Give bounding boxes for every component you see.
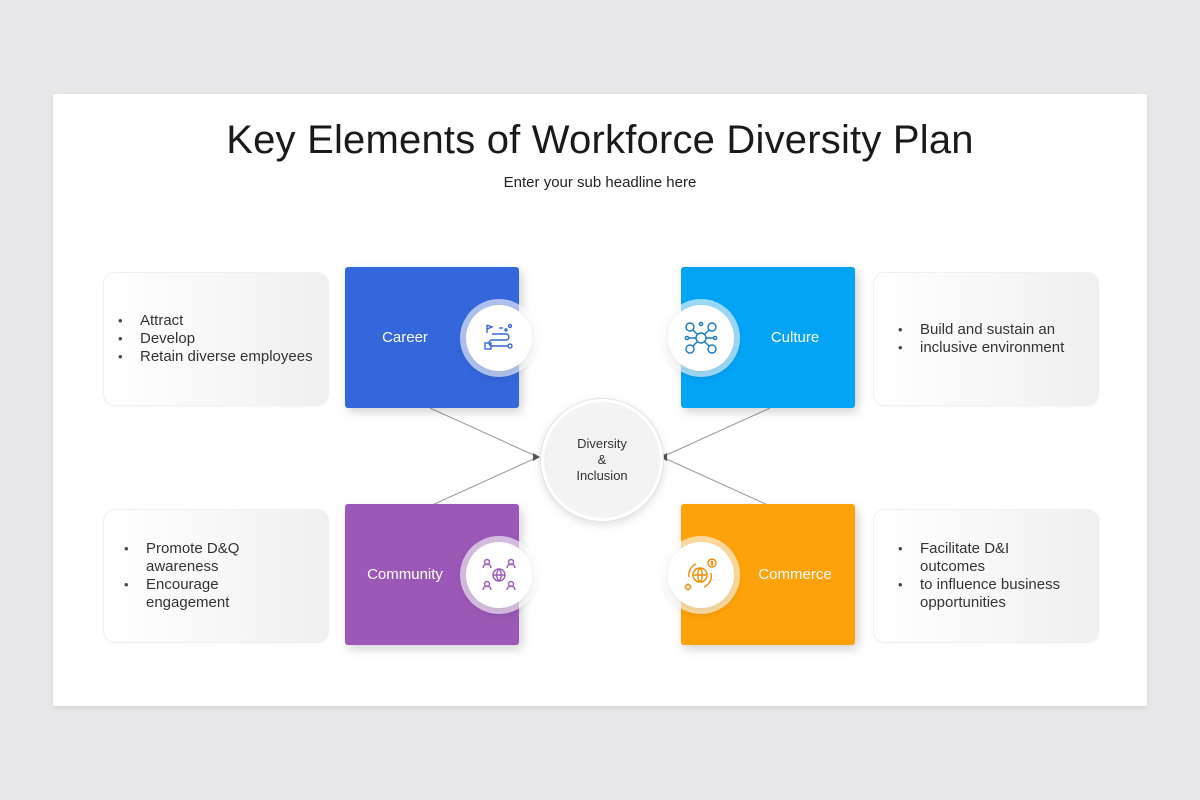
connector-career — [429, 407, 539, 458]
community-globe-icon — [482, 558, 516, 591]
commerce-bullet-list: Facilitate D&I outcomes to influence bus… — [898, 540, 1078, 612]
list-item: Promote D&Q awareness — [124, 540, 304, 576]
culture-icon-circle — [668, 305, 734, 371]
career-icon-circle — [466, 305, 532, 371]
career-label: Career — [382, 329, 428, 346]
community-label: Community — [367, 566, 443, 583]
list-item: Develop — [118, 330, 313, 348]
page-subtitle: Enter your sub headline here — [503, 174, 697, 191]
connector-community — [429, 456, 539, 507]
list-item: Retain diverse employees — [118, 348, 313, 366]
culture-text-card: Build and sustain an inclusive environme… — [873, 272, 1099, 406]
list-item: Build and sustain an — [898, 321, 1064, 339]
arrow-right-icon — [660, 453, 667, 461]
connector-commerce — [661, 456, 771, 507]
career-bullet-list: Attract Develop Retain diverse employees — [118, 312, 313, 366]
community-text-card: Promote D&Q awareness Encourage engageme… — [103, 509, 329, 643]
center-label-line1: Diversity — [577, 436, 627, 451]
list-item: inclusive environment — [898, 339, 1064, 357]
list-item: Attract — [118, 312, 313, 330]
arrow-left-icon — [533, 453, 540, 461]
connector-culture — [661, 407, 771, 458]
list-item: Encourage engagement — [124, 576, 304, 612]
center-label-line3: Inclusion — [576, 468, 628, 483]
commerce-globe-icon — [684, 558, 717, 591]
network-people-icon — [684, 321, 718, 354]
commerce-label: Commerce — [758, 566, 832, 583]
list-item: Facilitate D&I outcomes — [898, 540, 1078, 576]
list-item: to influence business opportunities — [898, 576, 1078, 612]
center-diversity-inclusion: Diversity & Inclusion — [541, 399, 663, 521]
community-bullet-list: Promote D&Q awareness Encourage engageme… — [124, 540, 304, 612]
commerce-icon-circle — [668, 542, 734, 608]
culture-bullet-list: Build and sustain an inclusive environme… — [898, 321, 1064, 357]
commerce-text-card: Facilitate D&I outcomes to influence bus… — [873, 509, 1099, 643]
career-text-card: Attract Develop Retain diverse employees — [103, 272, 329, 406]
culture-label: Culture — [770, 329, 820, 346]
page-title: Key Elements of Workforce Diversity Plan — [226, 118, 974, 162]
community-icon-circle — [466, 542, 532, 608]
center-label-line2: & — [597, 452, 607, 467]
career-path-icon — [484, 323, 513, 350]
